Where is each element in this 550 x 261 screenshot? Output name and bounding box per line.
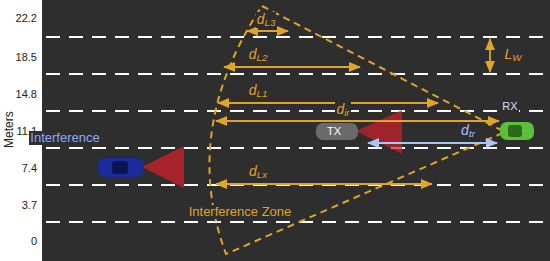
distance-label: dir (335, 102, 350, 117)
distance-label: dL1 (248, 83, 269, 98)
zone-label: Interference Zone (188, 205, 293, 219)
radar-beam (356, 110, 402, 154)
radar-beam (142, 146, 184, 188)
axis-tick: 22.2 (16, 12, 37, 24)
rx-car (500, 122, 534, 140)
lane-markings (46, 37, 550, 222)
axis-tick: 3.7 (22, 199, 37, 211)
distance-label: dtr (460, 123, 476, 138)
interferer-label: Interference (29, 131, 100, 145)
distance-arrow (368, 142, 497, 144)
interferer-car (98, 158, 144, 177)
distance-label: dL2 (248, 47, 269, 62)
axis-tick: 18.5 (16, 51, 37, 63)
road (42, 0, 550, 261)
axis-title: Meters (2, 112, 15, 149)
axis-tick: 0 (31, 235, 37, 247)
tx-car (316, 123, 358, 140)
distance-arrows (216, 31, 499, 184)
axis-tick: 7.4 (22, 162, 37, 174)
lane-width-label: LW (503, 47, 522, 62)
distance-label: dL3 (256, 12, 277, 27)
axis-tick: 14.8 (16, 88, 37, 100)
receiver-label: RX (501, 100, 518, 112)
distance-label: dLx (248, 164, 268, 179)
transmitter-label: TX (326, 125, 342, 137)
